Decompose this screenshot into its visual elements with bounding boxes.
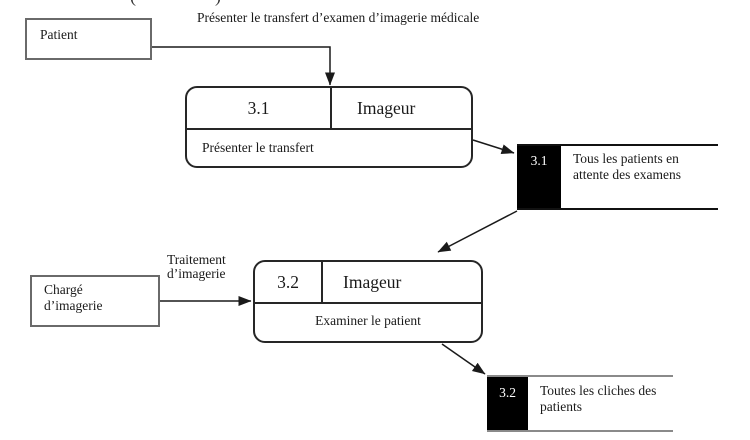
arrow-process-3-1-to-store-3-1 [472,139,515,154]
entity-charge-imagerie: Chargé d’imagerie [30,275,160,327]
datastore-3-2-label: Toutes les cliches des patients [540,383,657,414]
process-3-1-id: 3.1 [187,88,332,128]
arrow-patient-to-process-3-1 [152,46,335,86]
clipped-top-text-open: ( [130,0,136,7]
datastore-3-1-id: 3.1 [517,146,561,208]
entity-patient: Patient [25,18,152,60]
process-3-2: 3.2 Imageur Examiner le patient [253,260,483,343]
process-3-2-action: Examiner le patient [315,313,421,328]
process-3-2-header: 3.2 Imageur [255,262,481,304]
process-3-2-actor: Imageur [343,272,402,292]
process-3-1-header: 3.1 Imageur [187,88,471,130]
arrow-process-3-2-to-store-3-2 [441,343,486,375]
datastore-3-1-label: Tous les patients en attente des examens [573,151,681,182]
process-3-1: 3.1 Imageur Présenter le transfert [185,86,473,168]
clipped-top-text-close: ) [215,0,221,7]
diagram-title: Présenter le transfert d’examen d’imager… [197,10,480,25]
process-3-1-actor: Imageur [357,98,416,118]
entity-charge-imagerie-label: Chargé d’imagerie [44,282,103,313]
datastore-3-2-id: 3.2 [487,377,528,430]
process-3-1-action: Présenter le transfert [202,140,314,155]
datastore-3-2: 3.2 Toutes les cliches des patients [487,375,673,432]
flow-label-traitement: Traitement d’imagerie [167,252,226,281]
process-3-2-id: 3.2 [255,262,323,302]
arrow-store-3-1-to-process-3-2 [437,210,518,253]
datastore-3-1: 3.1 Tous les patients en attente des exa… [517,144,718,210]
entity-patient-label: Patient [40,27,78,42]
